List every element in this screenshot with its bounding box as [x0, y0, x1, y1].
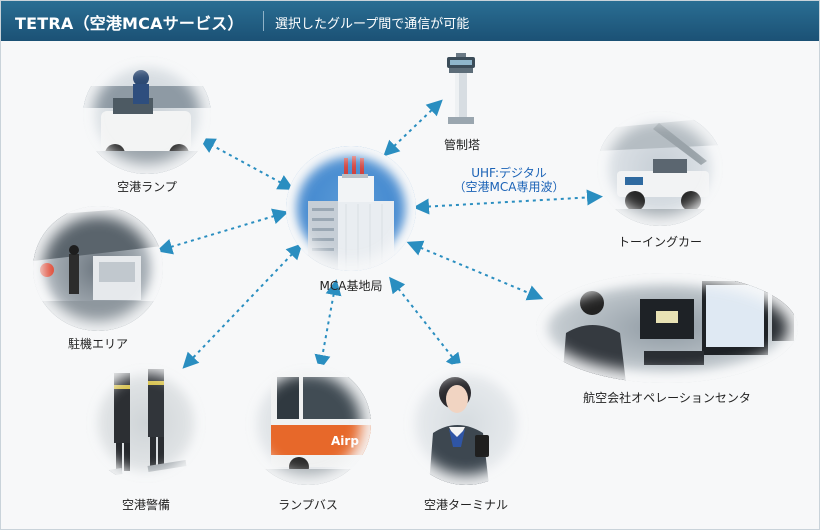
header-title: TETRA（空港MCAサービス）: [15, 14, 244, 33]
header-separator: [263, 11, 264, 31]
header-subtitle: 選択したグループ間で通信が可能: [275, 17, 470, 32]
bus-photo: Airp: [245, 363, 371, 485]
ops-center-icon: [562, 281, 794, 383]
security-label: 空港警備: [121, 498, 171, 512]
uhf-note: UHF:デジタル （空港MCA専用波）: [454, 166, 565, 194]
towing-car-photo: [597, 111, 723, 226]
link-tower: [383, 99, 443, 157]
tower-label: 管制塔: [443, 138, 481, 152]
ops-center-photo: [536, 273, 798, 383]
ramp-bus-icon: Airp: [245, 371, 371, 485]
apron-scene-icon: [33, 206, 163, 331]
bus-label: ランプバス: [278, 498, 338, 512]
control-tower-icon: [447, 53, 475, 124]
header-bar: TETRA（空港MCAサービス） 選択したグループ間で通信が可能: [1, 1, 819, 41]
towing-car-icon: [597, 117, 723, 226]
center-label: MCA基地局: [319, 279, 383, 293]
apron-label: 駐機エリア: [67, 337, 129, 351]
uhf-note-line2: （空港MCA専用波）: [453, 180, 565, 194]
apron-photo: [33, 206, 163, 331]
link-ops: [406, 240, 544, 301]
link-towing: [413, 189, 603, 215]
ramp-label: 空港ランプ: [117, 180, 177, 194]
link-apron: [156, 208, 289, 255]
ops-label: 航空会社オペレーションセンタ: [583, 391, 751, 405]
security-photo: [86, 363, 206, 483]
link-terminal: [389, 276, 462, 370]
terminal-label: 空港ターミナル: [423, 498, 509, 512]
link-security: [182, 243, 303, 369]
uhf-note-line1: UHF:デジタル: [471, 166, 547, 180]
security-guards-icon: [95, 369, 187, 478]
building-icon: [308, 156, 394, 271]
svg-text:Airp: Airp: [331, 434, 359, 448]
terminal-photo: [403, 363, 529, 485]
terminal-staff-icon: [429, 377, 489, 485]
ramp-photo: [83, 56, 211, 174]
mca-base-station-photo: [286, 146, 416, 271]
ramp-vehicle-icon: [83, 70, 211, 174]
towing-label: トーイングカー: [617, 235, 703, 249]
link-ramp: [198, 138, 295, 190]
link-bus: [314, 279, 342, 371]
